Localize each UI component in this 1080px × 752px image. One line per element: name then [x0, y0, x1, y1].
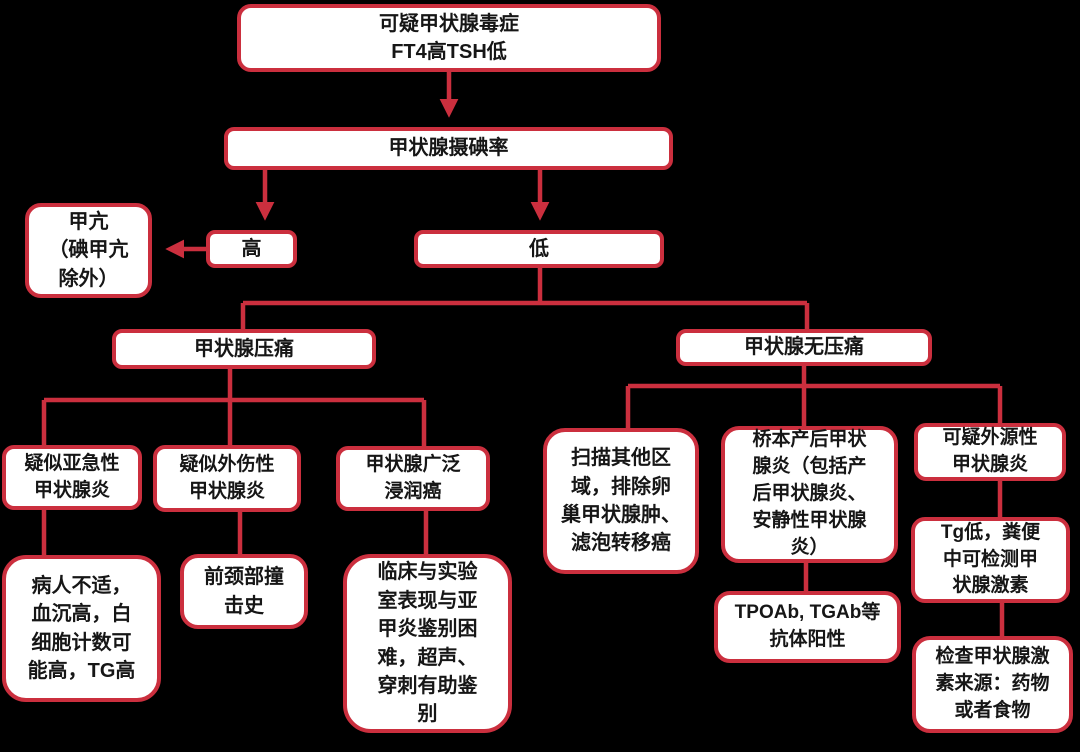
node-scan-other-regions: 扫描其他区 域，排除卵 巢甲状腺肿、 滤泡转移癌	[543, 428, 699, 574]
node-antibody-positive: TPOAb, TGAb等 抗体阳性	[714, 591, 901, 663]
node-subacute-findings: 病人不适， 血沉高，白 细胞计数可 能高，TG高	[2, 555, 161, 702]
node-check-hormone-source: 检查甲状腺激 素来源：药物 或者食物	[912, 636, 1073, 733]
node-radioiodine-uptake: 甲状腺摄碘率	[224, 127, 673, 170]
node-thyroid-nontender: 甲状腺无压痛	[676, 329, 932, 366]
node-hyperthyroidism: 甲亢 （碘甲亢 除外）	[25, 203, 152, 298]
node-suspected-exogenous-thyroiditis: 可疑外源性 甲状腺炎	[914, 423, 1066, 481]
node-tg-low-stool-hormone: Tg低，粪便 中可检测甲 状腺激素	[911, 517, 1070, 603]
node-cancer-differentiation-note: 临床与实验 室表现与亚 甲炎鉴别困 难，超声、 穿刺有助鉴 别	[343, 554, 512, 733]
node-uptake-low: 低	[414, 230, 664, 268]
node-neck-impact-history: 前颈部撞 击史	[180, 554, 308, 629]
node-hashimoto-postpartum-thyroiditis: 桥本产后甲状 腺炎（包括产 后甲状腺炎、 安静性甲状腺 炎）	[721, 426, 898, 563]
node-suspected-traumatic-thyroiditis: 疑似外伤性 甲状腺炎	[153, 445, 301, 512]
node-thyroid-tender: 甲状腺压痛	[112, 329, 376, 369]
node-uptake-high: 高	[206, 230, 297, 268]
node-suspected-subacute-thyroiditis: 疑似亚急性 甲状腺炎	[2, 445, 142, 510]
node-suspected-thyrotoxicosis: 可疑甲状腺毒症 FT4高TSH低	[237, 4, 661, 72]
node-diffuse-invasive-carcinoma: 甲状腺广泛 浸润癌	[336, 446, 490, 511]
